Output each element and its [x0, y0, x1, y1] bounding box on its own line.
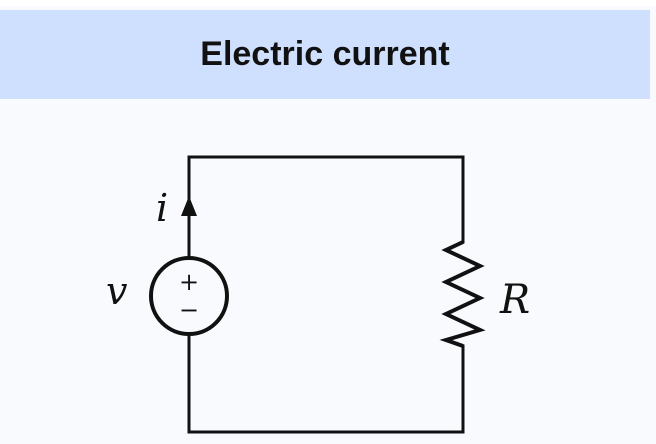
voltage-source: [149, 256, 229, 336]
current-arrow-icon: [181, 196, 197, 216]
source-plus-sign: +: [179, 268, 199, 296]
voltage-label: v: [106, 269, 128, 313]
current-label: i: [156, 186, 168, 230]
source-minus-sign: −: [179, 296, 199, 324]
header-banner: Electric current: [0, 10, 650, 99]
top-strip: [0, 0, 656, 6]
page-title: Electric current: [200, 35, 450, 73]
resistor-label: R: [499, 277, 530, 323]
resistor: [439, 240, 486, 348]
